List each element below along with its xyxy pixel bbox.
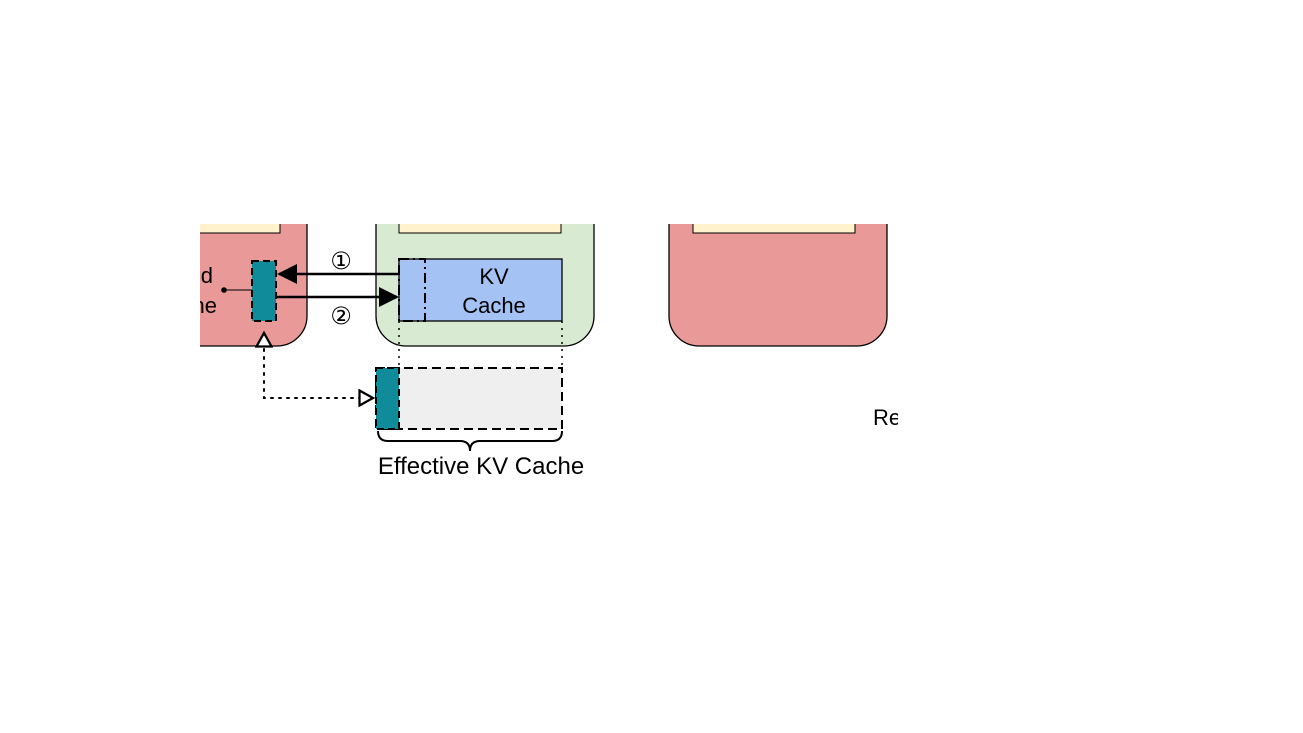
step-1-label: ① — [330, 248, 352, 275]
left-node-teal-block — [251, 260, 277, 322]
kv-cache-label-line2: Cache — [462, 293, 526, 318]
left-node-label-line1: d — [201, 263, 213, 288]
kv-cache-shared-segment — [398, 258, 426, 322]
right-node-partial-label: Re — [873, 405, 901, 430]
effective-kv-cache-teal-block — [375, 367, 400, 430]
middle-node: KV Cache — [375, 224, 595, 347]
transfer-arrows: ① ② — [277, 248, 399, 330]
kv-cache-block — [398, 258, 563, 322]
left-node-header — [200, 224, 281, 234]
right-node-header — [692, 224, 856, 234]
effective-kv-cache: Effective KV Cache — [375, 367, 584, 480]
left-node-body — [200, 224, 308, 347]
left-node: d ne — [193, 224, 308, 347]
step-2-label: ② — [330, 303, 352, 330]
right-node: Re — [668, 224, 901, 430]
middle-node-header — [398, 224, 562, 234]
kv-cache-label-line1: KV — [479, 264, 509, 289]
effective-kv-cache-label: Effective KV Cache — [378, 453, 584, 480]
right-node-body — [668, 224, 888, 347]
effective-kv-cache-brace — [377, 430, 563, 452]
left-node-pointer-dot — [221, 287, 227, 293]
left-node-label-line2: ne — [193, 293, 217, 318]
dotted-transfer-path — [264, 333, 373, 398]
effective-kv-cache-block — [375, 367, 563, 430]
dotted-arrow — [264, 333, 373, 398]
